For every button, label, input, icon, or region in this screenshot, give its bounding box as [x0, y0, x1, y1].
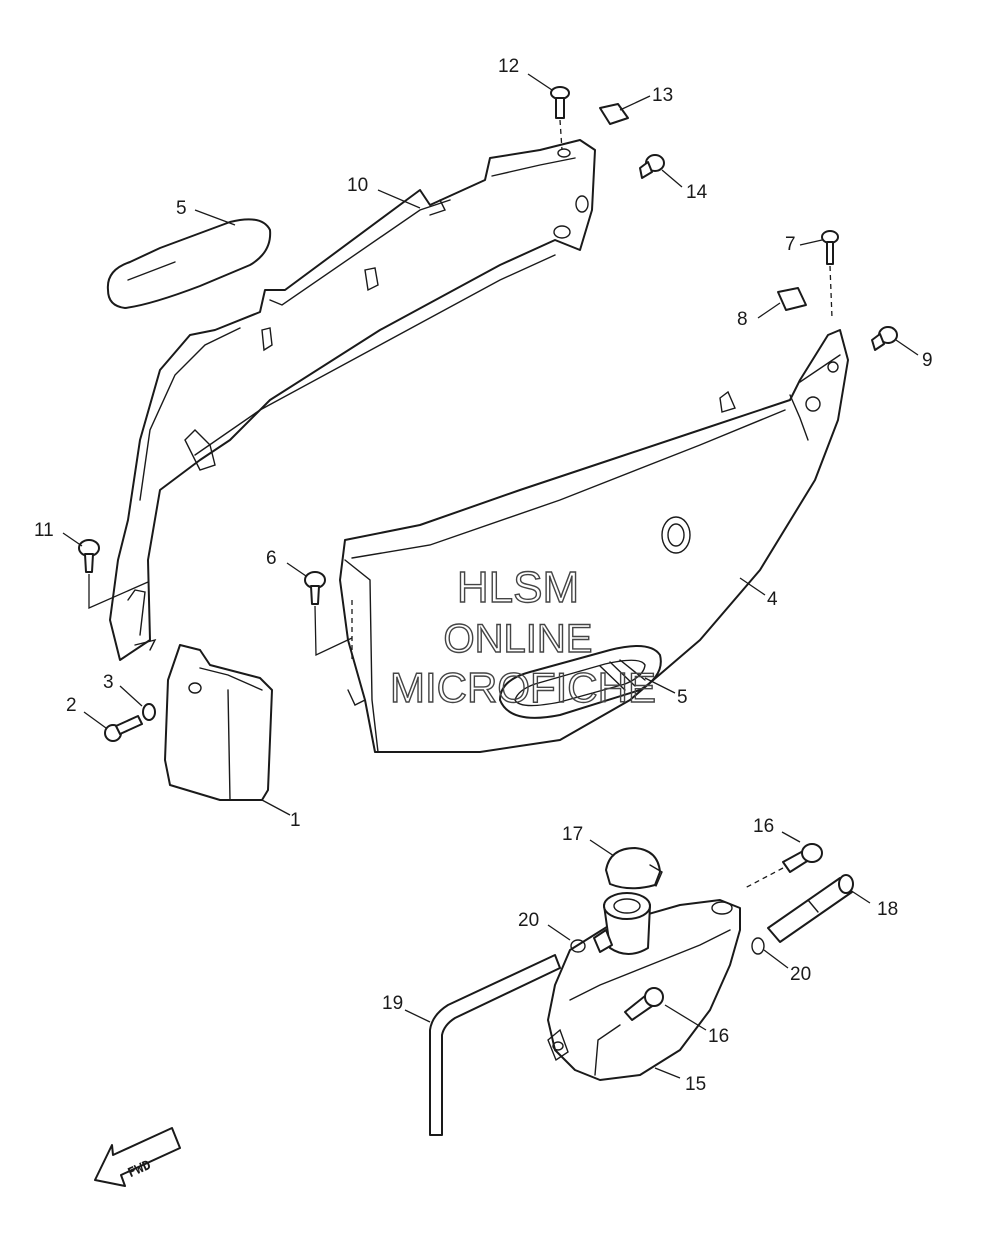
part-5-pad-upper: [106, 218, 272, 309]
fwd-direction-arrow: FWD: [94, 1127, 181, 1187]
callout-5-lower: 5: [677, 687, 688, 708]
part-10-cover-rail: [109, 139, 596, 661]
part-8-nut: [777, 287, 807, 311]
watermark: HLSM ONLINE MICROFICHE: [389, 562, 656, 711]
part-17-cap: [605, 847, 663, 890]
callout-4: 4: [767, 589, 778, 610]
callout-2: 2: [66, 695, 77, 716]
part-13-nut: [599, 103, 629, 125]
watermark-line-2: ONLINE: [444, 617, 593, 661]
callout-7: 7: [785, 234, 796, 255]
callout-13: 13: [652, 85, 673, 106]
part-20-clamp-left: [570, 939, 586, 953]
part-16-bolt-lower: [624, 987, 664, 1021]
callout-17: 17: [562, 824, 583, 845]
leader-lines: [62, 73, 919, 1079]
callout-16-upper: 16: [753, 816, 774, 837]
part-19-hose: [429, 954, 561, 1136]
tank-filler-neck: [593, 892, 651, 955]
callout-15: 15: [685, 1074, 706, 1095]
callout-12: 12: [498, 56, 519, 77]
callout-labels: 12 13 10 14 5 7 8 9 11 6 4 3 2 5 1 17 16…: [34, 56, 933, 1095]
part-18-pipe: [767, 874, 854, 943]
part-4-side-cover: [339, 329, 849, 753]
part-3-washer: [142, 703, 156, 721]
part-7-screw: [821, 230, 839, 319]
part-20-clamp-right: [751, 937, 765, 955]
part-2-bolt: [104, 715, 143, 742]
callout-8: 8: [737, 309, 748, 330]
callout-20-right: 20: [790, 964, 811, 985]
part-12-screw: [550, 86, 570, 151]
callout-5-upper: 5: [176, 198, 187, 219]
part-14-grommet: [639, 154, 665, 179]
part-5-emblem-lower: [499, 645, 662, 719]
callout-14: 14: [686, 182, 708, 203]
callout-19: 19: [382, 993, 403, 1014]
callout-9: 9: [922, 350, 933, 371]
watermark-line-1: HLSM: [457, 563, 579, 612]
callout-20-left: 20: [518, 910, 539, 931]
part-1-front-cover: [164, 644, 273, 801]
callout-10: 10: [347, 175, 368, 196]
callout-6: 6: [266, 548, 277, 569]
callout-16-lower: 16: [708, 1026, 729, 1047]
part-11-fastener: [78, 539, 149, 609]
watermark-line-3: MICROFICHE: [390, 664, 656, 711]
callout-3: 3: [103, 672, 114, 693]
callout-18: 18: [877, 899, 898, 920]
part-6-fastener: [304, 571, 353, 660]
part-16-bolt-upper: [744, 843, 823, 889]
part-9-grommet: [871, 326, 898, 351]
callout-11: 11: [34, 520, 54, 541]
callout-1: 1: [290, 810, 301, 831]
